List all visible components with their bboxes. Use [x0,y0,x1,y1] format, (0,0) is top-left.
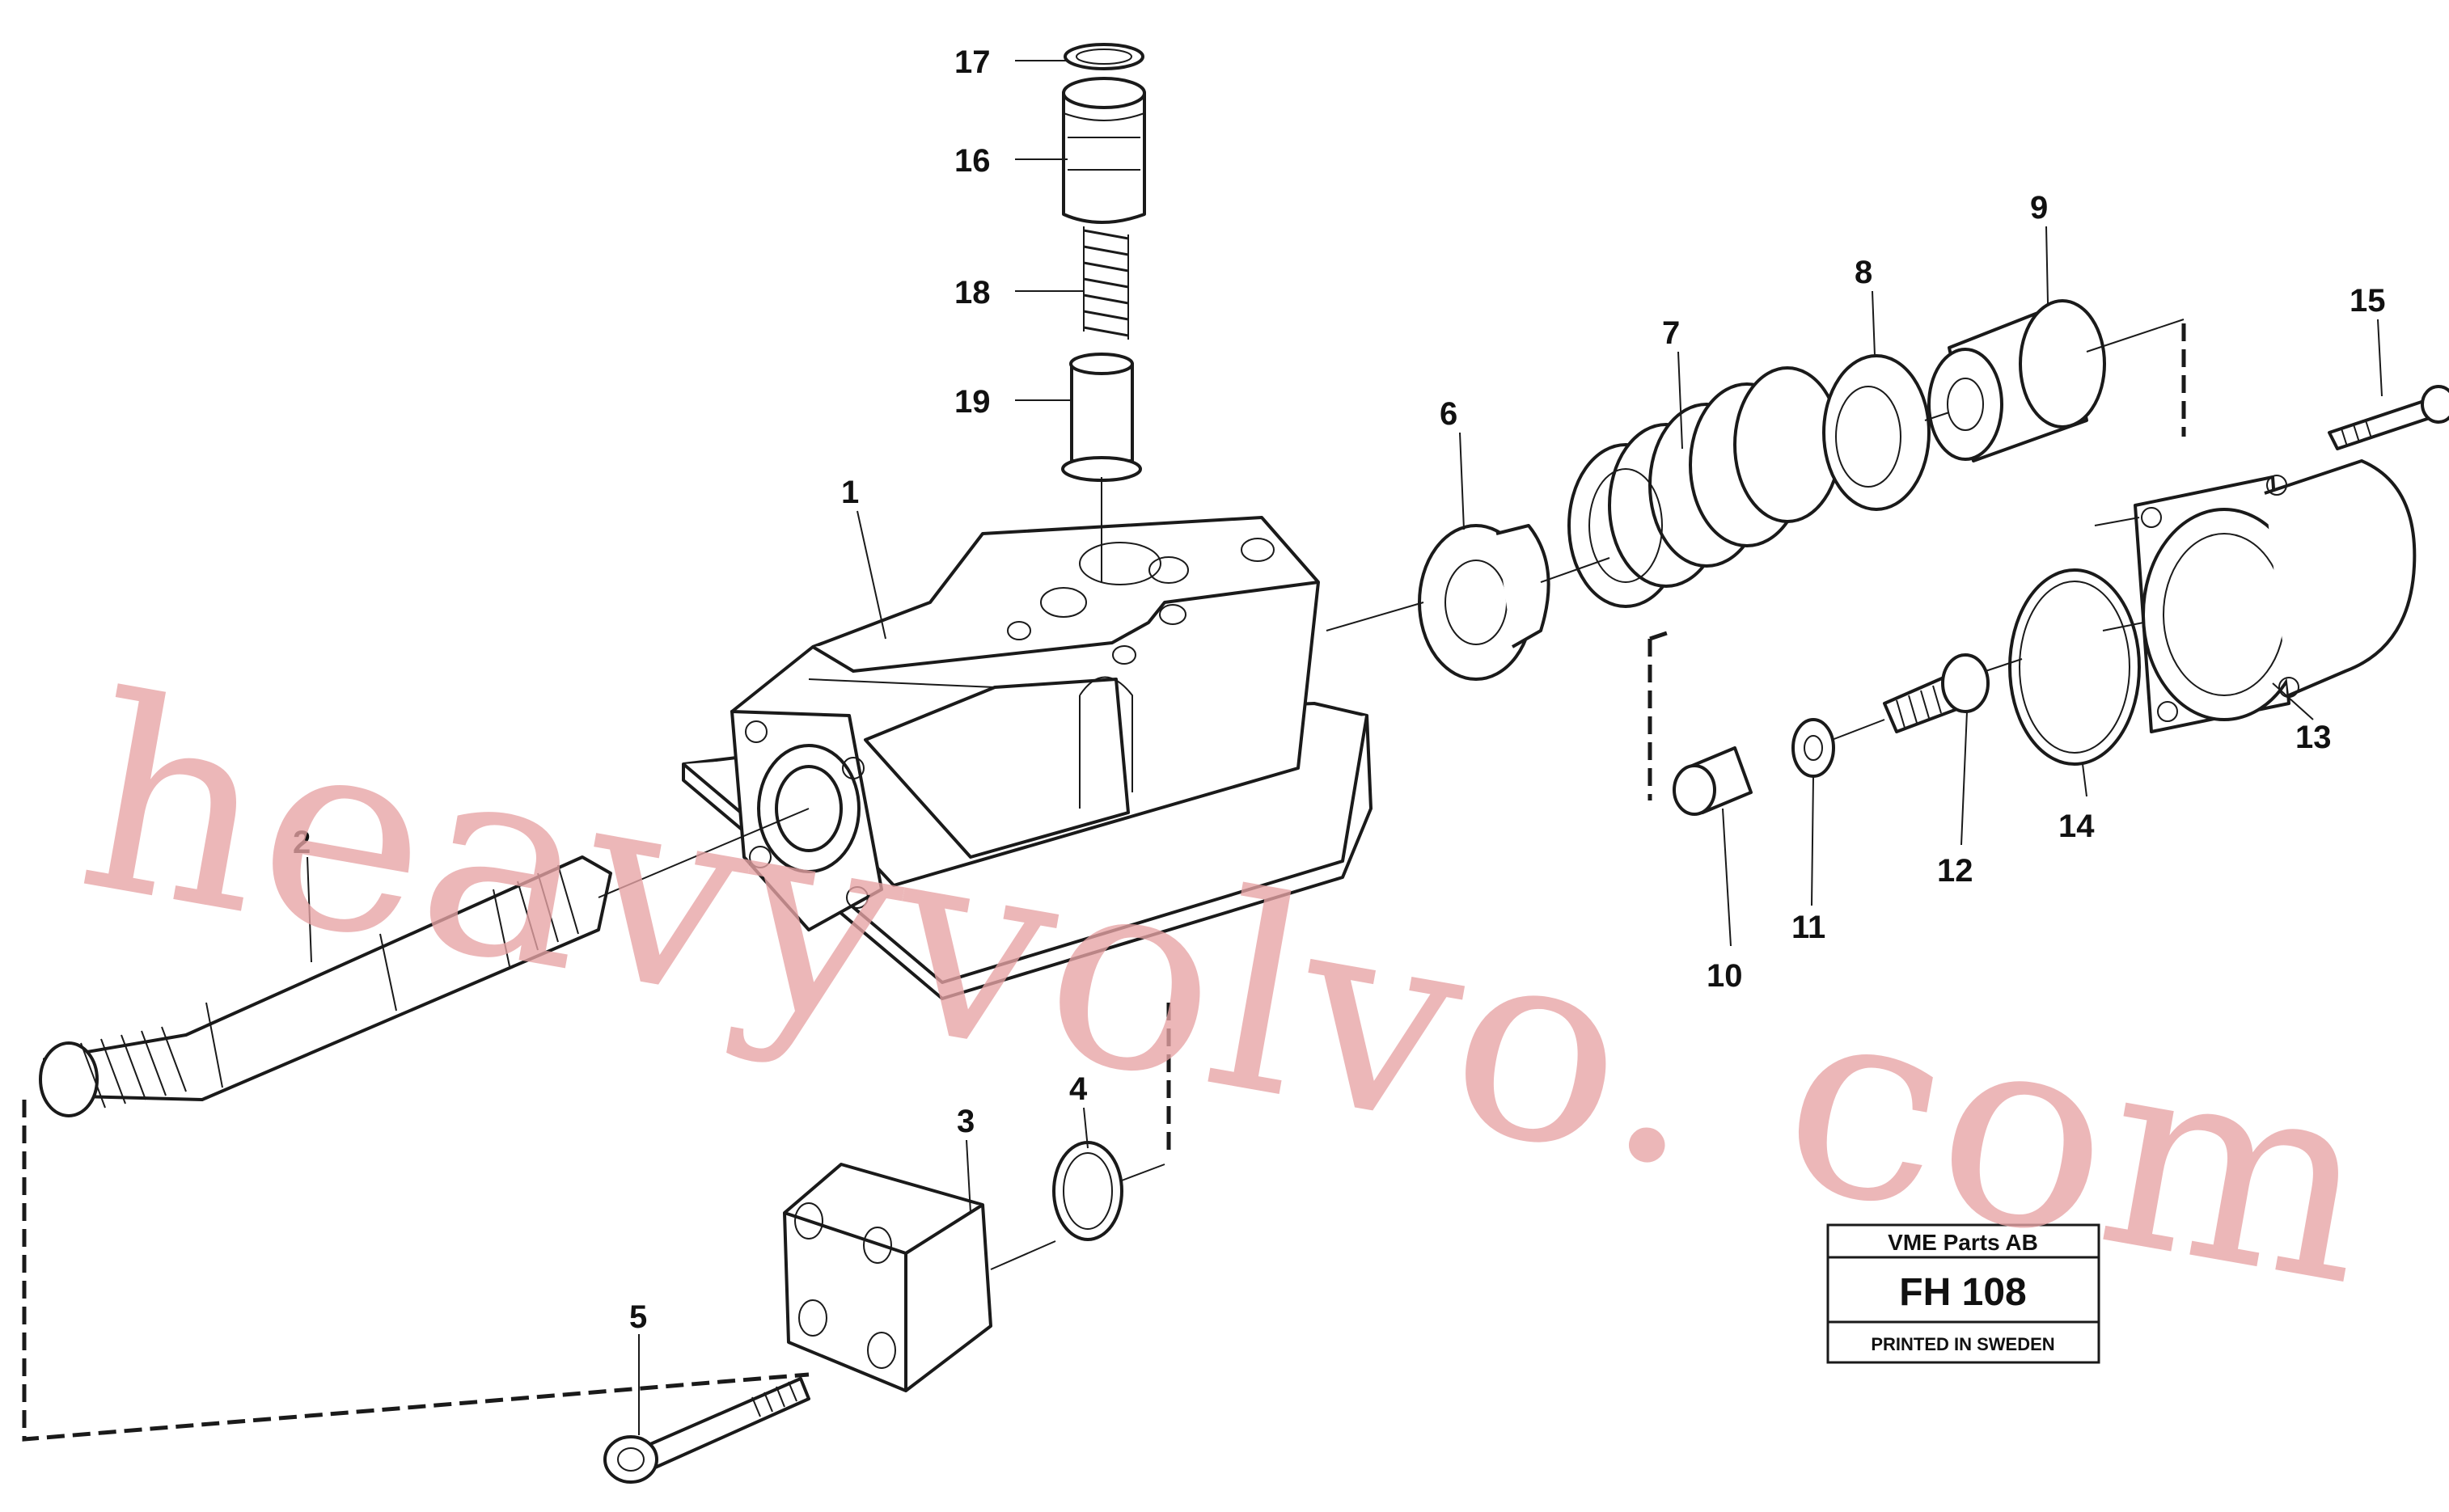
part-5-screw [603,1377,810,1484]
callout-16: 16 [954,143,991,179]
part-16-plug [1062,77,1146,224]
callout-6: 6 [1440,396,1457,432]
callout-14: 14 [2058,809,2095,844]
title-block: VME Parts AB FH 108 PRINTED IN SWEDEN [1826,1223,2100,1364]
callout-1: 1 [841,475,859,510]
part-9-sleeve [1927,299,2106,462]
assembly-axis-lines [598,319,2185,1270]
leader-lines [307,60,2383,1435]
callout-4: 4 [1069,1071,1088,1107]
part-18-spring [1083,226,1129,340]
part-17-seal-ring [1064,43,1144,70]
part-10-bushing [1673,746,1753,816]
callout-8: 8 [1855,255,1872,290]
part-12-screw [1883,653,1990,733]
callout-7: 7 [1662,315,1680,351]
callout-11: 11 [1791,910,1825,945]
part-19-sleeve [1061,353,1142,482]
callout-19: 19 [954,384,991,420]
part-8-washer [1822,354,1931,511]
part-4-o-ring [1052,1141,1123,1241]
title-code: FH 108 [1899,1271,2026,1314]
title-printed: PRINTED IN SWEDEN [1871,1334,2054,1354]
dashed-connector-lines [22,323,2186,1442]
callout-9: 9 [2030,190,2048,226]
callout-15: 15 [2350,283,2386,319]
callout-18: 18 [954,275,991,310]
part-6-spring-seat [1418,524,1550,681]
title-company: VME Parts AB [1888,1230,2038,1255]
part-3-cover-block [783,1163,992,1392]
callout-13: 13 [2295,720,2332,755]
part-13-cap [2134,459,2417,733]
part-1-valve-housing [682,516,1373,1000]
part-2-spool [39,855,612,1117]
callout-labels: 17 16 18 19 1 2 3 4 5 6 7 8 9 15 13 14 1… [293,44,2386,1335]
callout-12: 12 [1937,853,1973,889]
part-7-spring [1567,366,1842,608]
part-15-screw [2328,385,2449,450]
callout-5: 5 [629,1299,647,1335]
callout-2: 2 [293,825,311,860]
callout-3: 3 [957,1104,975,1139]
part-14-o-ring [2008,568,2141,766]
callout-10: 10 [1707,958,1743,994]
part-11-washer [1791,718,1835,778]
callout-17: 17 [954,44,991,80]
